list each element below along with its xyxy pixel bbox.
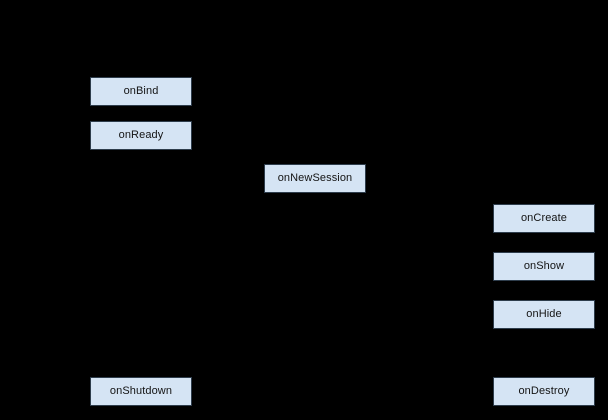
lifecycle-node-on-ready[interactable]: onReady bbox=[90, 121, 192, 150]
lifecycle-node-label: onCreate bbox=[520, 212, 568, 224]
lifecycle-node-on-show[interactable]: onShow bbox=[493, 252, 595, 281]
lifecycle-node-label: onHide bbox=[526, 308, 562, 320]
lifecycle-node-label: onShow bbox=[523, 260, 565, 272]
lifecycle-node-label: onBind bbox=[123, 85, 159, 97]
lifecycle-node-on-bind[interactable]: onBind bbox=[90, 77, 192, 106]
lifecycle-node-label: onShutdown bbox=[109, 385, 173, 397]
lifecycle-node-label: onNewSession bbox=[277, 172, 353, 184]
lifecycle-node-on-create[interactable]: onCreate bbox=[493, 204, 595, 233]
lifecycle-node-on-hide[interactable]: onHide bbox=[493, 300, 595, 329]
lifecycle-node-label: onReady bbox=[118, 129, 164, 141]
lifecycle-node-on-new-session[interactable]: onNewSession bbox=[264, 164, 366, 193]
lifecycle-node-label: onDestroy bbox=[518, 385, 570, 397]
lifecycle-node-on-destroy[interactable]: onDestroy bbox=[493, 377, 595, 406]
lifecycle-node-on-shutdown[interactable]: onShutdown bbox=[90, 377, 192, 406]
